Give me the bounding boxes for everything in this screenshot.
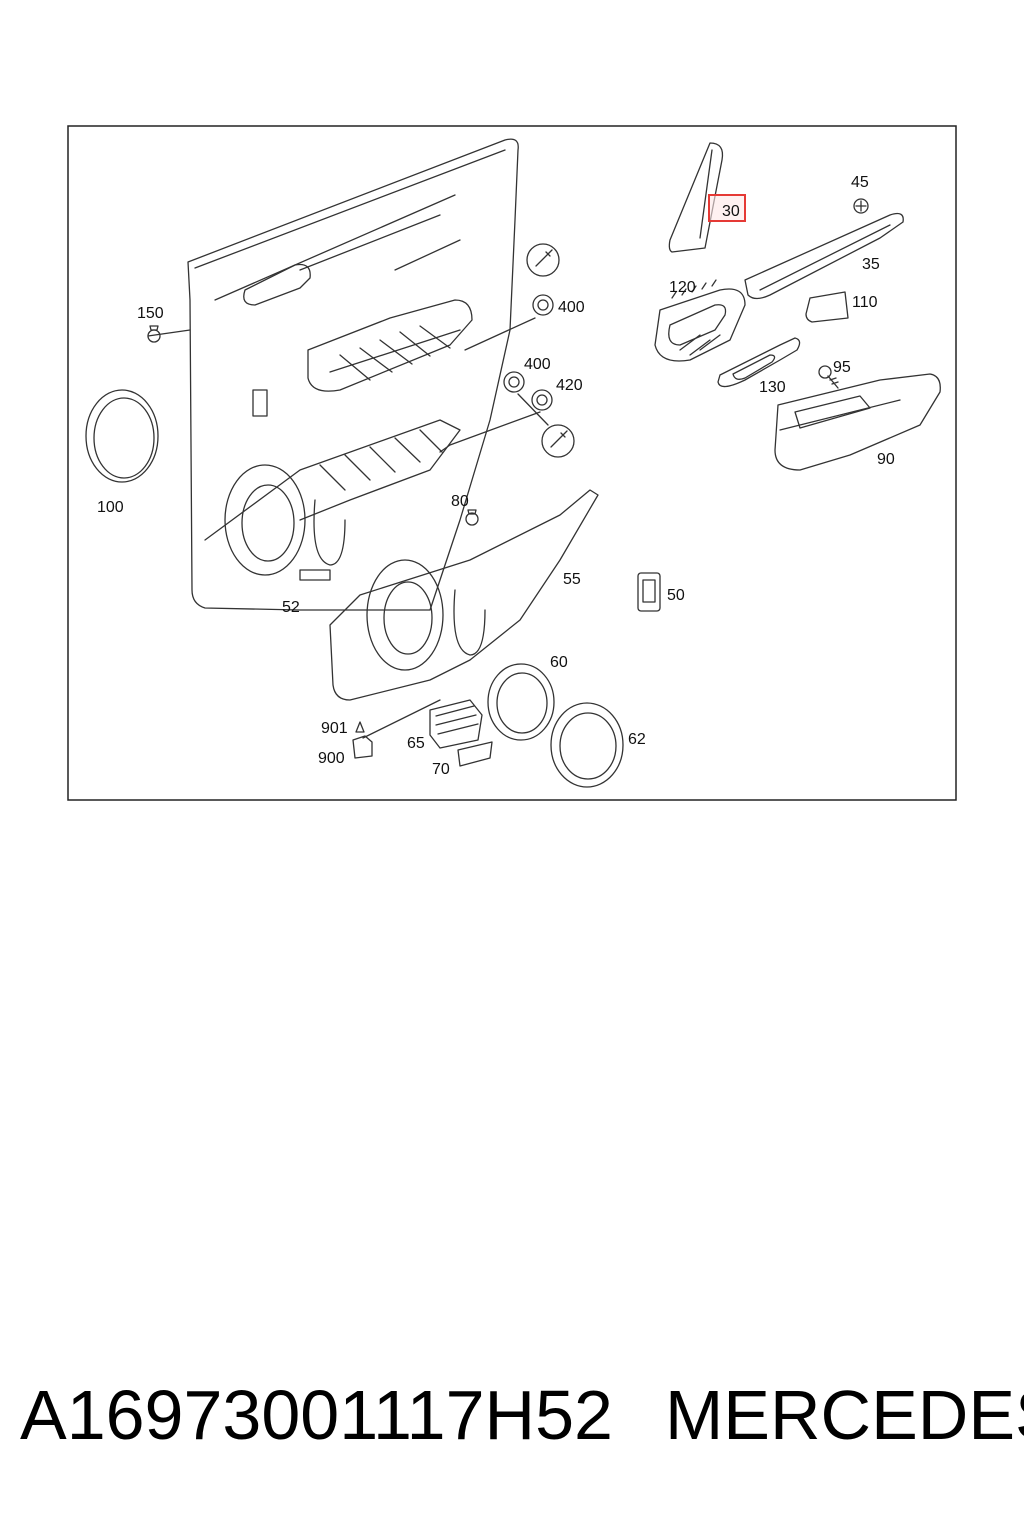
clip-45-cross	[855, 200, 867, 212]
lower-panel-pocket	[453, 589, 486, 656]
label-130[interactable]: 130	[759, 379, 786, 396]
lamp-socket-900	[352, 735, 373, 759]
grommet-400a-inner	[537, 299, 549, 311]
label-90[interactable]: 90	[877, 451, 895, 468]
speaker-grille-62	[550, 702, 624, 788]
speaker-ring-60	[487, 663, 555, 741]
screw-95-head	[818, 365, 832, 379]
door-pocket-grid	[319, 429, 443, 491]
armrest-90-detail	[779, 399, 901, 431]
trim-strip-30	[668, 142, 724, 253]
brand-name: MERCEDES	[665, 1376, 1024, 1454]
label-65[interactable]: 65	[407, 735, 425, 752]
screw-95-shaft	[827, 375, 839, 389]
door-map-pocket	[204, 419, 461, 541]
trim-strip-35	[744, 212, 904, 300]
clip-45	[853, 198, 869, 214]
wrench-symbol-1	[526, 243, 560, 277]
grommet-400b	[503, 371, 525, 393]
trim-strip-30-inner	[699, 149, 713, 239]
lamp-65	[429, 699, 483, 749]
door-handle-recess	[243, 263, 311, 306]
label-901[interactable]: 901	[321, 720, 348, 737]
label-55[interactable]: 55	[563, 571, 581, 588]
inner-handle-130	[717, 337, 801, 388]
wrench-symbol-2	[541, 424, 575, 458]
grommet-400a	[532, 294, 554, 316]
grommet-420	[531, 389, 553, 411]
handle-bezel-120	[654, 288, 746, 362]
label-100[interactable]: 100	[97, 499, 124, 516]
label-35[interactable]: 35	[862, 256, 880, 273]
wrench-icon-1	[535, 249, 553, 267]
grommet-420-inner	[536, 394, 548, 406]
part-number: A16973001117H52	[20, 1376, 613, 1454]
label-110[interactable]: 110	[852, 294, 878, 311]
inner-handle-130-inner	[732, 354, 776, 380]
label-45[interactable]: 45	[851, 174, 869, 191]
armrest-90	[774, 373, 941, 471]
label-420[interactable]: 420	[556, 377, 583, 394]
label-120[interactable]: 120	[669, 279, 696, 296]
door-reflector	[299, 569, 331, 581]
label-150[interactable]: 150	[137, 305, 164, 322]
speaker-ring-60-inner	[496, 672, 548, 734]
bulb-901	[355, 721, 365, 733]
label-400-lower[interactable]: 400	[524, 356, 551, 373]
switch-50-inner	[642, 579, 656, 603]
label-80[interactable]: 80	[451, 493, 469, 510]
trim-strip-35-inner	[759, 224, 891, 291]
speaker-cover-100	[85, 389, 159, 483]
handle-bezel-120-ribs	[671, 279, 721, 356]
label-70[interactable]: 70	[432, 761, 450, 778]
label-95[interactable]: 95	[833, 359, 851, 376]
lower-trim-panel	[329, 489, 599, 701]
lamp-65-grid	[435, 705, 479, 735]
label-900[interactable]: 900	[318, 750, 345, 767]
clip-150-stem	[149, 325, 159, 331]
door-panel	[187, 138, 519, 611]
wrench-icon-2	[550, 430, 568, 448]
door-lower-pocket	[313, 499, 346, 566]
door-switch-slot	[252, 389, 268, 417]
leader-lines	[147, 317, 549, 739]
highlight-box-30	[708, 194, 746, 222]
switch-50	[637, 572, 661, 612]
door-speaker-outer	[224, 464, 306, 576]
door-armrest-grid	[329, 325, 461, 381]
grommet-400b-inner	[508, 376, 520, 388]
lower-speaker-outer	[366, 559, 444, 671]
lens-70	[457, 741, 493, 767]
clip-80-stem	[467, 509, 477, 515]
label-52[interactable]: 52	[282, 599, 300, 616]
handle-bezel-120-inner	[668, 304, 727, 346]
door-speaker-inner	[241, 484, 295, 562]
diagram-frame	[67, 125, 957, 801]
label-60[interactable]: 60	[550, 654, 568, 671]
clip-80	[465, 512, 479, 526]
label-62[interactable]: 62	[628, 731, 646, 748]
speaker-grille-62-inner	[559, 712, 617, 780]
door-panel-top-rail	[194, 149, 506, 301]
label-400-upper[interactable]: 400	[558, 299, 585, 316]
lower-speaker-inner	[383, 581, 433, 655]
switch-cover-110	[805, 291, 849, 323]
label-30[interactable]: 30	[722, 203, 740, 220]
label-50[interactable]: 50	[667, 587, 685, 604]
door-armrest	[307, 299, 473, 392]
speaker-cover-100-inner	[93, 397, 155, 479]
